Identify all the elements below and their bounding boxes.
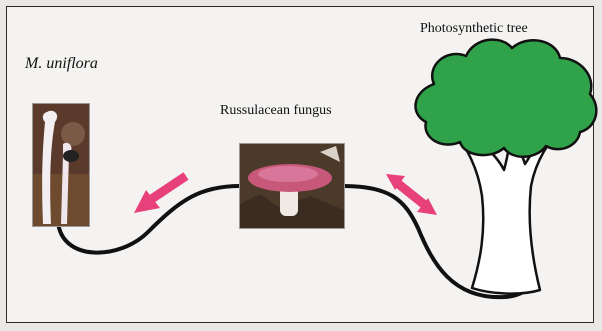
tree-canopy (416, 40, 597, 157)
fungus-label: Russulacean fungus (220, 103, 332, 119)
monotropa-uniflora-photo-icon (33, 104, 89, 226)
plant-photo (32, 103, 90, 227)
species-label: M. uniflora (25, 55, 98, 73)
russula-mushroom-photo-icon (240, 144, 344, 228)
tree-label: Photosynthetic tree (420, 21, 528, 37)
fungus-photo (239, 143, 345, 229)
